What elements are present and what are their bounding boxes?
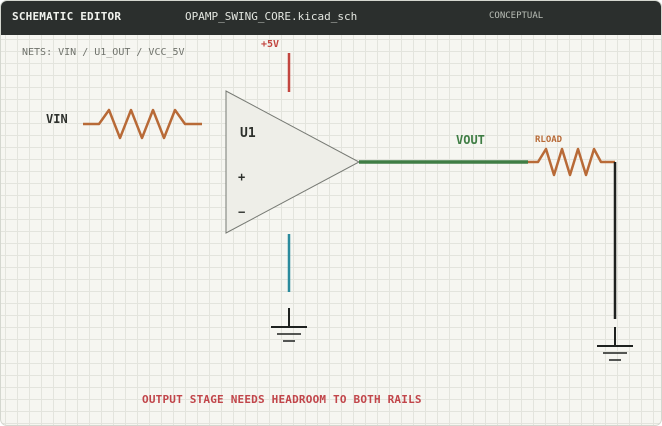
mode-label: CONCEPTUAL xyxy=(489,11,544,21)
input-net-label: VIN xyxy=(46,112,68,126)
inverting-pin-label: − xyxy=(238,205,245,219)
input-resistor-icon[interactable] xyxy=(83,108,202,140)
output-net-label: VOUT xyxy=(456,133,485,147)
schematic-canvas[interactable]: +5V VIN U1 + − VOUT RLOAD xyxy=(1,35,662,426)
load-resistor-icon[interactable] xyxy=(528,147,615,177)
nets-list: NETS: VIN / U1_OUT / VCC_5V xyxy=(22,47,185,58)
title-bar: SCHEMATIC EDITOR OPAMP_SWING_CORE.kicad_… xyxy=(1,1,661,35)
file-name-tab[interactable]: OPAMP_SWING_CORE.kicad_sch xyxy=(185,10,358,23)
supply-net-label: +5V xyxy=(261,39,279,50)
app-title: SCHEMATIC EDITOR xyxy=(12,10,122,23)
ground-icon xyxy=(597,327,633,361)
opamp-reference: U1 xyxy=(240,126,256,141)
load-resistor-label: RLOAD xyxy=(535,135,563,145)
noninverting-pin-label: + xyxy=(238,170,245,184)
opamp-icon[interactable] xyxy=(225,90,361,234)
ground-icon xyxy=(271,308,307,342)
design-note: OUTPUT STAGE NEEDS HEADROOM TO BOTH RAIL… xyxy=(142,393,422,406)
